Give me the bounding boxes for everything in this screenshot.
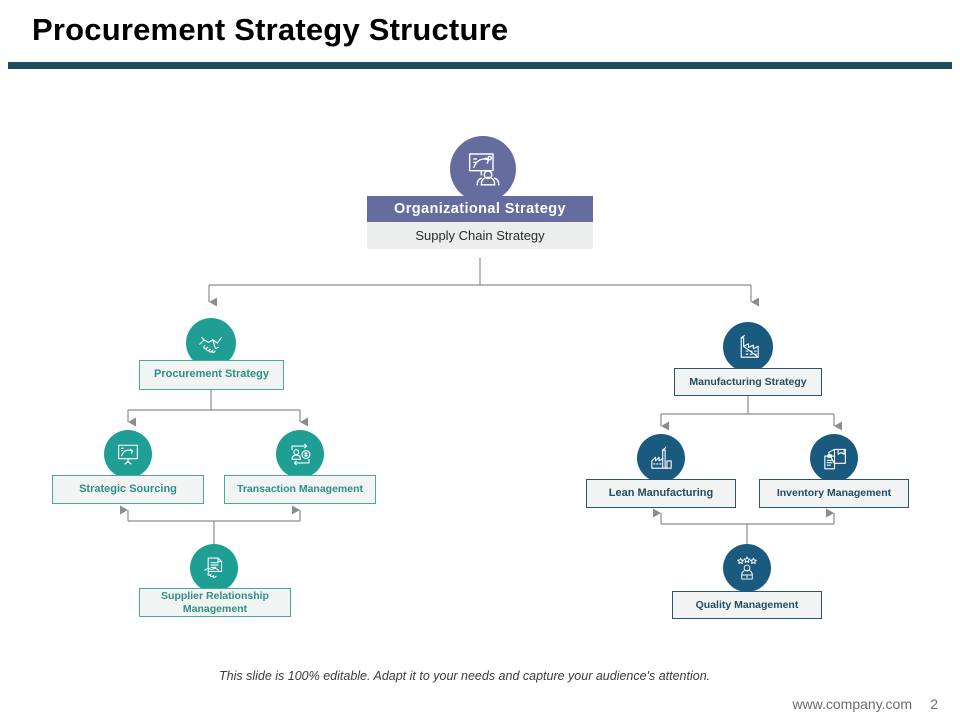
root-node-icon-circle bbox=[450, 136, 516, 202]
document-handshake-icon bbox=[204, 557, 223, 578]
title-divider bbox=[8, 62, 952, 69]
strategy-board-icon bbox=[468, 153, 500, 186]
presentation-chart-icon bbox=[118, 444, 138, 465]
transaction-flow-icon-circle bbox=[276, 430, 324, 478]
box-clipboard-icon bbox=[823, 448, 846, 469]
handshake-icon-circle bbox=[186, 318, 236, 368]
person-stars-icon bbox=[737, 556, 757, 580]
node-label-procurement-strategy: Procurement Strategy bbox=[139, 360, 284, 390]
root-node-header: Organizational Strategy bbox=[367, 196, 593, 222]
factory-icon-circle bbox=[723, 322, 773, 372]
node-label-inventory-management: Inventory Management bbox=[759, 479, 909, 508]
node-label-lean-manufacturing: Lean Manufacturing bbox=[586, 479, 736, 508]
factory-graph-icon-circle bbox=[637, 434, 685, 482]
factory-icon bbox=[740, 334, 759, 358]
node-label-manufacturing-strategy: Manufacturing Strategy bbox=[674, 368, 822, 396]
page-number: 2 bbox=[930, 696, 938, 712]
node-label-supplier-relationship-management: Supplier Relationship Management bbox=[139, 588, 291, 617]
page-title: Procurement Strategy Structure bbox=[32, 12, 509, 47]
box-clipboard-icon-circle bbox=[810, 434, 858, 482]
node-label-quality-management: Quality Management bbox=[672, 591, 822, 619]
document-handshake-icon-circle bbox=[190, 544, 238, 592]
site-url: www.company.com bbox=[792, 696, 912, 712]
presentation-chart-icon-circle bbox=[104, 430, 152, 478]
root-node-body: Supply Chain Strategy bbox=[367, 222, 593, 249]
transaction-flow-icon bbox=[290, 443, 310, 465]
node-label-strategic-sourcing: Strategic Sourcing bbox=[52, 475, 204, 504]
root-node[interactable]: Organizational Strategy Supply Chain Str… bbox=[367, 196, 593, 249]
node-label-transaction-management: Transaction Management bbox=[224, 475, 376, 504]
slide-footnote: This slide is 100% editable. Adapt it to… bbox=[219, 669, 711, 683]
person-stars-icon-circle bbox=[723, 544, 771, 592]
handshake-icon bbox=[199, 336, 223, 353]
factory-graph-icon bbox=[650, 445, 672, 469]
